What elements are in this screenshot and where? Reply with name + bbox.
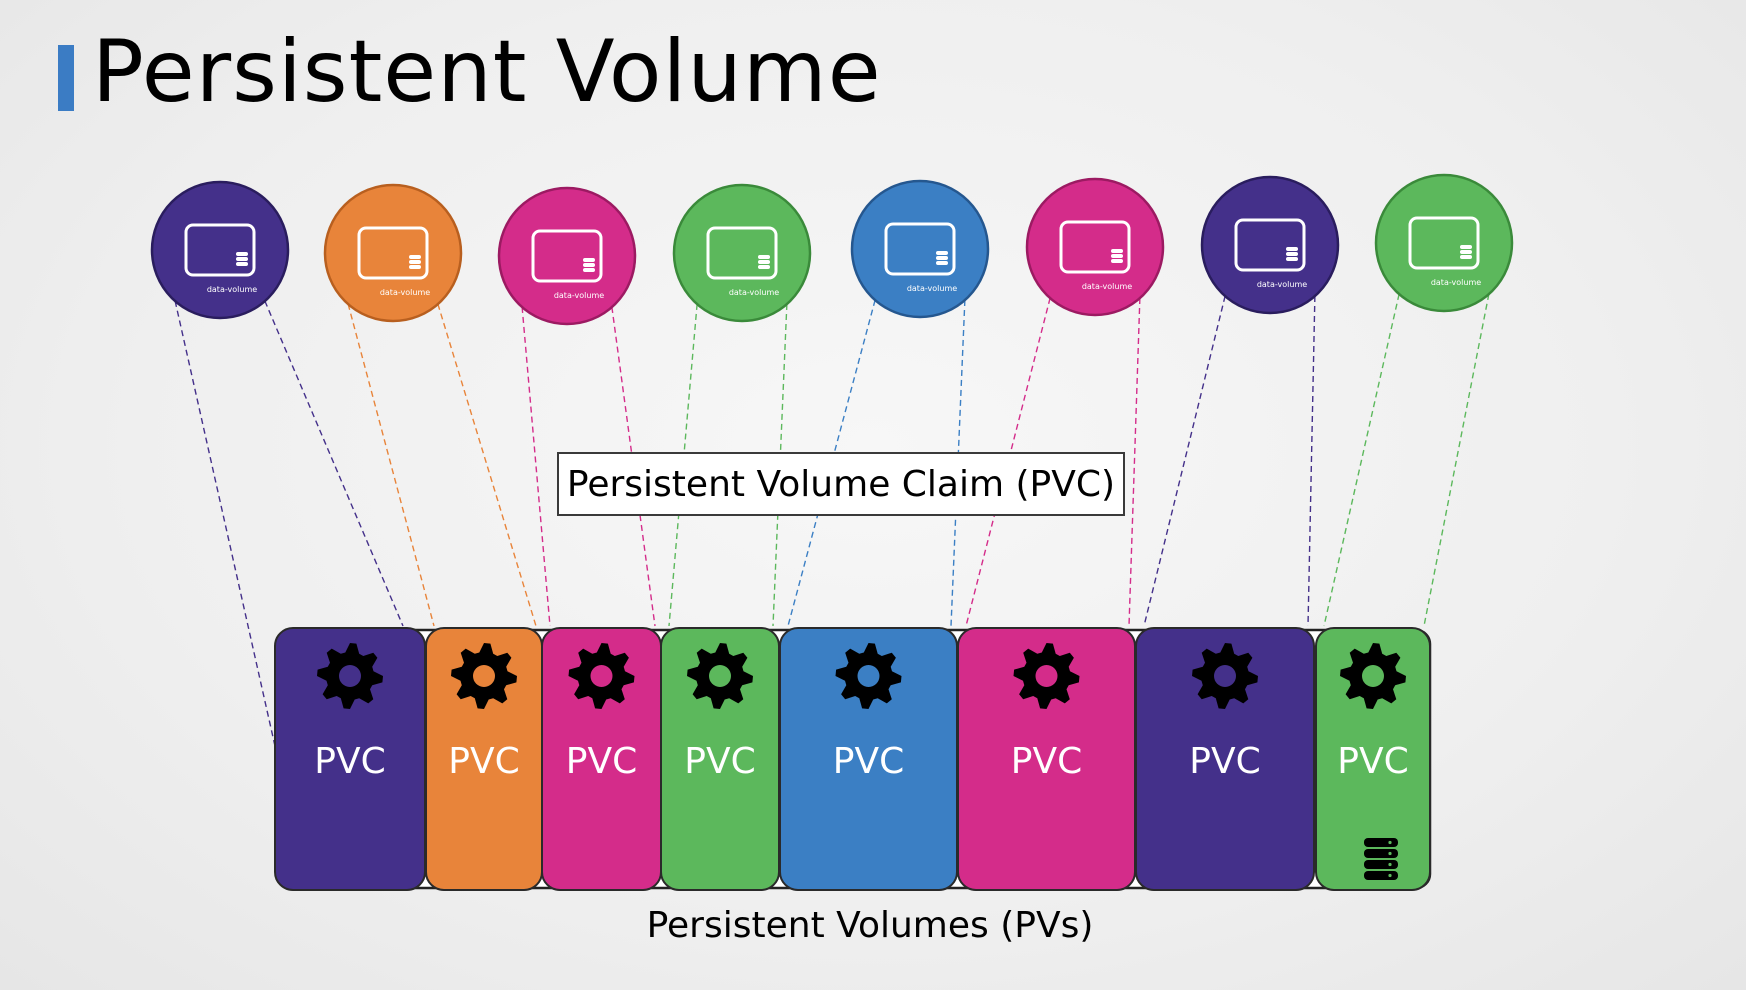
- pvc-blocks: PVC PVC PVC PVC PVC PVC PVC PVC: [274, 627, 1431, 891]
- pvc-block: PVC: [660, 627, 780, 891]
- pod-circle-shape: [1374, 173, 1514, 313]
- pod-circle: data-volume: [1200, 175, 1340, 315]
- gear-icon: [1013, 643, 1080, 709]
- pod-circle: data-volume: [672, 183, 812, 323]
- title-accent-bar: [58, 45, 74, 111]
- database-icon: [758, 255, 770, 269]
- gear-icon: [568, 643, 635, 709]
- pod-circle: data-volume: [497, 186, 637, 326]
- connector-line: [965, 297, 1051, 627]
- pvc-block-shape: [1315, 627, 1431, 891]
- database-icon: [583, 258, 595, 272]
- page-title: Persistent Volume: [92, 22, 882, 122]
- connector-line: [1323, 293, 1400, 627]
- pod-circle: data-volume: [150, 180, 290, 320]
- database-icon: [1364, 838, 1398, 880]
- pvc-label: Persistent Volume Claim (PVC): [557, 452, 1125, 516]
- pvc-label: PVC: [566, 741, 637, 782]
- gear-icon: [317, 643, 383, 709]
- pvc-label: PVC: [314, 741, 385, 782]
- pod-circle-shape: [1200, 175, 1340, 315]
- volume-icon: [1059, 220, 1131, 274]
- pvc-block: PVC: [1315, 627, 1431, 891]
- volume-icon: [1234, 218, 1306, 272]
- volume-label: data-volume: [1257, 280, 1307, 289]
- pvc-block: PVC: [1135, 627, 1315, 891]
- database-icon: [1460, 245, 1472, 259]
- volume-label: data-volume: [1082, 282, 1132, 291]
- gear-icon: [451, 643, 517, 709]
- pvc-label: PVC: [1189, 741, 1260, 782]
- connector-line: [264, 300, 404, 627]
- connector-line: [1143, 295, 1226, 627]
- pod-circle: data-volume: [850, 179, 990, 319]
- pvc-label: PVC: [448, 741, 519, 782]
- volume-label: data-volume: [907, 284, 957, 293]
- connector-line: [787, 299, 876, 627]
- volume-icon: [357, 226, 429, 280]
- pvc-label: PVC: [1337, 741, 1408, 782]
- pod-circle-shape: [1025, 177, 1165, 317]
- pod-circle: data-volume: [1374, 173, 1514, 313]
- database-icon: [936, 251, 948, 265]
- volume-label: data-volume: [1431, 278, 1481, 287]
- pvc-block: PVC: [779, 627, 958, 891]
- volume-icon: [531, 229, 603, 283]
- connector-line: [1128, 297, 1141, 627]
- pod-circle-shape: [672, 183, 812, 323]
- gear-icon: [1340, 643, 1406, 709]
- volume-icon: [184, 223, 256, 277]
- volume-label: data-volume: [554, 291, 604, 300]
- connector-line: [437, 303, 537, 627]
- connector-line: [1423, 293, 1490, 627]
- pvc-block-shape: [1135, 627, 1315, 891]
- database-icon: [236, 252, 248, 266]
- volume-icon: [706, 226, 778, 280]
- database-icon: [1286, 247, 1298, 261]
- connector-line: [347, 303, 435, 627]
- pvc-block: PVC: [541, 627, 662, 891]
- pod-circle-shape: [850, 179, 990, 319]
- pod-circle-shape: [150, 180, 290, 320]
- volume-label: data-volume: [207, 285, 257, 294]
- database-icon: [409, 255, 421, 269]
- volume-icon: [1408, 216, 1480, 270]
- database-icon: [1111, 249, 1123, 263]
- pvc-label: PVC: [833, 741, 904, 782]
- connector-line: [521, 306, 551, 627]
- volume-icon: [884, 222, 956, 276]
- volume-label: data-volume: [729, 288, 779, 297]
- pv-label: Persistent Volumes (PVs): [646, 905, 1094, 946]
- pod-circle-shape: [323, 183, 463, 323]
- gear-icon: [1192, 643, 1258, 709]
- pvc-block: PVC: [274, 627, 426, 891]
- pod-circle-shape: [497, 186, 637, 326]
- pvc-label: PVC: [684, 741, 755, 782]
- connector-line: [174, 300, 278, 756]
- gear-icon: [687, 643, 753, 709]
- pvc-block: PVC: [957, 627, 1136, 891]
- pvc-block: PVC: [425, 627, 543, 891]
- pod-circles: data-volume data-volume data-volume data-vo…: [150, 173, 1514, 326]
- gear-icon: [835, 643, 902, 709]
- pod-circle: data-volume: [1025, 177, 1165, 317]
- connector-line: [1307, 295, 1316, 627]
- pod-circle: data-volume: [323, 183, 463, 323]
- volume-label: data-volume: [380, 288, 430, 297]
- pvc-label: PVC: [1011, 741, 1082, 782]
